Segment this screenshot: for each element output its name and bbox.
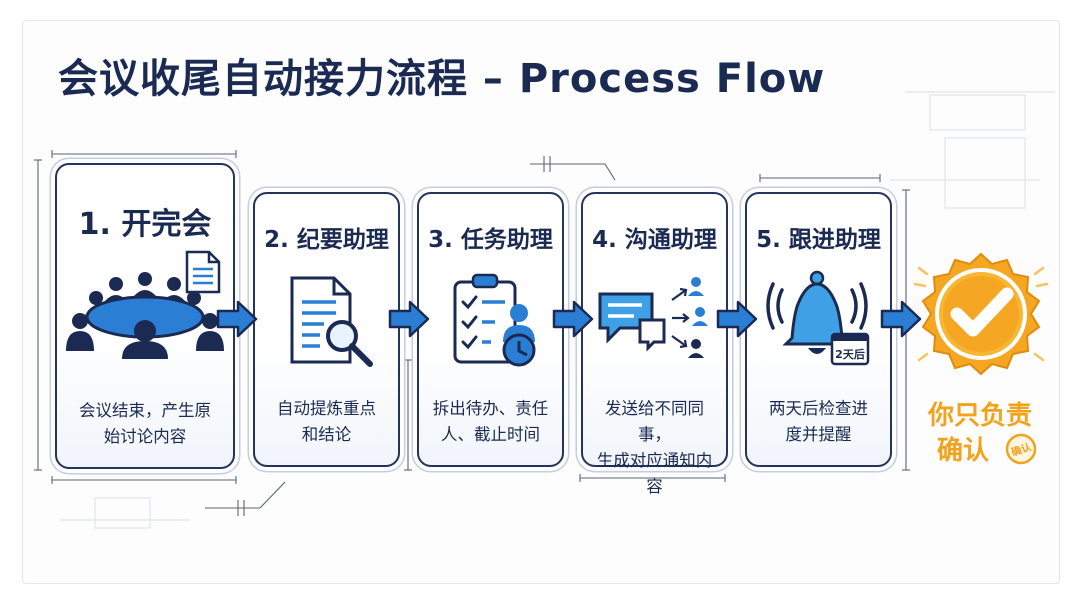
page-title: 会议收尾自动接力流程 – Process Flow [58, 56, 826, 102]
step-card-3: 3. 任务助理 拆出待办、责任 人、截止时间 [417, 192, 564, 467]
step-card-4: 4. 沟通助理 发送给不同同事， 生成对应通知内容 [581, 192, 728, 496]
bell-calendar-icon: 2天后 [766, 270, 870, 366]
step-desc-3: 拆出待办、责任 人、截止时间 [432, 399, 549, 444]
arrow-right-icon [216, 300, 258, 338]
step-desc-4: 发送给不同同事， 生成对应通知内容 [596, 399, 713, 496]
step-desc-2: 自动提炼重点 和结论 [277, 399, 376, 444]
step-title-5: 5. 跟进助理 [756, 227, 881, 253]
document-search-icon [290, 276, 373, 367]
step-desc-5: 两天后检查进 度并提醒 [769, 399, 868, 444]
checkmark-badge-icon [913, 252, 1049, 376]
arrow-right-icon [880, 300, 922, 338]
arrow-right-icon [388, 300, 430, 338]
step-card-2: 2. 纪要助理 自动提炼重点 和结论 [253, 192, 400, 467]
step-card-1: 1. 开完会 会议结束，产生原 始讨论内容 [55, 163, 235, 469]
step-title-3: 3. 任务助理 [428, 227, 553, 253]
step-title-1: 1. 开完会 [78, 207, 212, 242]
arrow-right-icon [552, 300, 594, 338]
checklist-clock-icon [453, 273, 536, 367]
meeting-icon [66, 272, 224, 359]
confirm-stamp-icon: 确认 [1005, 433, 1037, 465]
chat-broadcast-icon [598, 277, 708, 358]
final-text-line1: 你只负责 [927, 401, 1032, 431]
document-icon [185, 250, 221, 294]
final-text-line2: 确认 [936, 436, 989, 466]
step-title-4: 4. 沟通助理 [592, 227, 717, 253]
step-desc-1: 会议结束，产生原 始讨论内容 [79, 401, 211, 446]
calendar-label: 2天后 [835, 347, 865, 361]
step-card-5: 5. 跟进助理 2天后 两天后检查进 度并提醒 [745, 192, 892, 467]
step-title-2: 2. 纪要助理 [264, 227, 389, 253]
arrow-right-icon [716, 300, 758, 338]
